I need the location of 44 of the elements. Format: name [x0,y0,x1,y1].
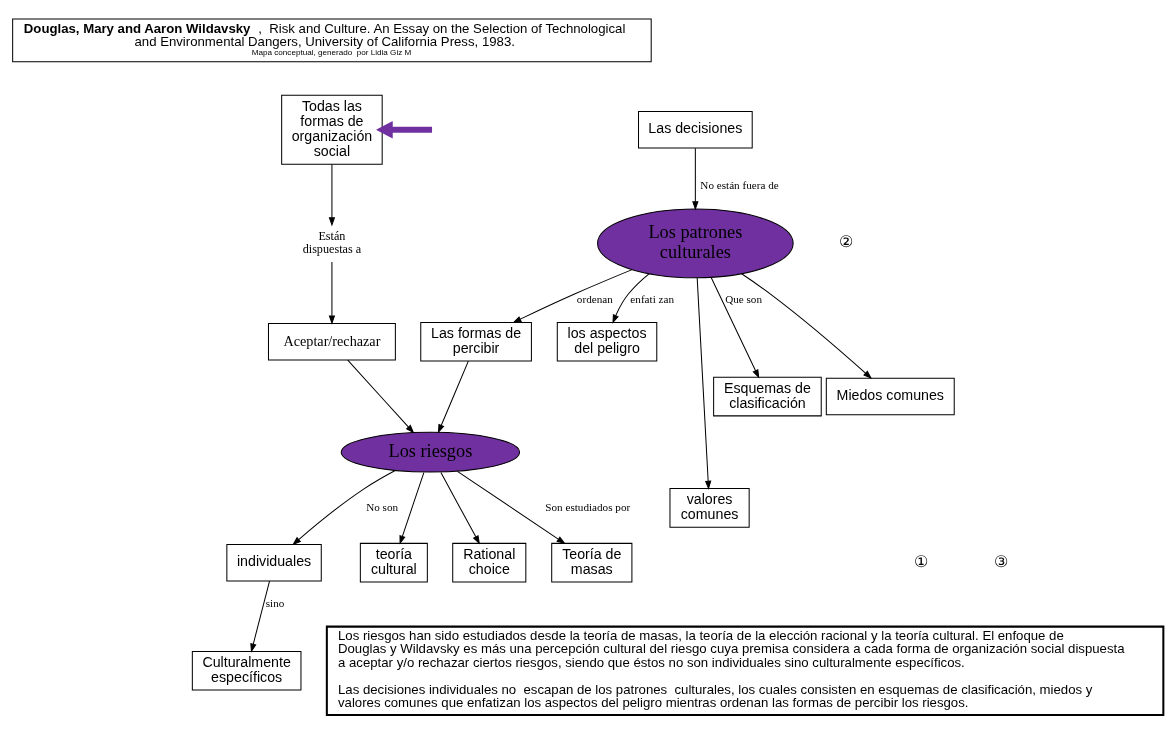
node-box: Teoría de masas [551,542,633,583]
node-ellipse: Los patrones culturales [597,208,794,279]
node-box: Miedos comunes [825,377,955,416]
edge-label: enfati zan [630,292,675,305]
node-box: Culturalmente específicos [191,651,302,691]
edge-label: sino [265,597,285,610]
arrow [347,359,415,434]
node-box: teoría cultural [359,542,428,583]
arrow [328,261,336,325]
arrow [612,273,650,324]
node-box: valores comunes [669,488,750,528]
edge-label: Son estudiados por [545,500,631,513]
arrow [399,472,425,545]
label: ③ [993,551,1008,570]
label: ① [913,551,928,570]
arrow [250,580,271,653]
node-box: Aceptar/rechazar [267,323,396,361]
arrow [696,277,712,490]
arrow [512,269,633,323]
edge-label: ordenan [576,292,613,305]
arrow [710,277,760,379]
arrow [456,470,566,545]
node-text: Están dispuestas a [302,228,362,257]
node-box: Todas las formas de organización social [281,94,383,165]
node-box: individuales [226,543,322,582]
node-box: Esquemas de clasificación [713,376,822,417]
node-box: los aspectos del peligro [556,321,658,362]
node-box: Los riesgos han sido estudiados desde la teoría de masas, la teoría de la elección racional y la teoría cultural. El enfoque de Douglas y Wildavsky es más una percepción cultural del riesgo cuya premisa considera a cada forma de organización social dispuesta a aceptar y/o rechazar ciertos riesgos, siendo que éstos no son individuales sino culturalmente específicos. Las decisiones individuales no escapan de los patrones culturales, los cuales consisten en esquemas de clasificación, miedos y valores comunes que enfatizan los aspectos del peligro mientras ordenan las formas de percibir los riesgos. [325,625,1165,716]
node-box: Rational choice [452,542,527,583]
edge-label: No son [366,500,399,513]
edge-label: No están fuera de [700,179,779,192]
node-ellipse: Los riesgos [340,431,521,473]
arrow [440,472,480,545]
edge-label: Que son [725,292,763,305]
node-box: Las decisiones [638,110,753,149]
arrow [437,360,469,434]
arrow [328,164,336,227]
arrow [376,120,433,139]
arrow [692,147,699,211]
arrow [741,273,873,379]
label: ② [838,232,853,251]
arrow [292,470,396,546]
node-box: Douglas, Mary and Aaron Wildavsky, Risk and Culture. An Essay on the Selection of Technological and Environmental Dangers, University of California Press, 1983. Mapa conceptual, generado por Lidia Giz M [12,18,652,63]
node-box: Las formas de percibir [420,321,532,362]
